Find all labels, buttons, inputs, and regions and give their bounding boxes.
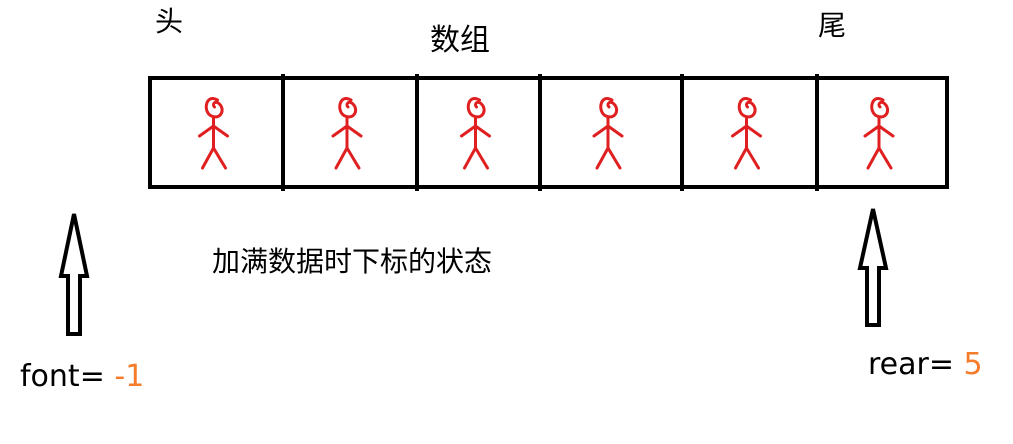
- head-label: 头: [155, 5, 184, 38]
- stick-figure-icon: [731, 97, 762, 170]
- tail-label: 尾: [818, 9, 847, 42]
- stick-figure-icon: [460, 97, 491, 170]
- rear-pointer-name: rear=: [868, 347, 954, 382]
- stick-figure-icon: [863, 97, 895, 170]
- front-pointer-readout: font= -1: [20, 362, 144, 392]
- diagram-caption: 加满数据时下标的状态: [212, 245, 493, 278]
- front-pointer-name: font=: [20, 359, 105, 394]
- stick-figure-icon: [198, 97, 229, 170]
- array-label: 数组: [430, 23, 490, 58]
- front-pointer-value: -1: [114, 359, 145, 394]
- stick-figure-icon: [592, 97, 624, 170]
- front-pointer-arrow: [58, 213, 90, 336]
- stick-figure-icon: [331, 97, 363, 170]
- rear-pointer-readout: rear= 5: [868, 350, 983, 380]
- array-figures: [198, 97, 895, 170]
- array-box: [148, 76, 949, 189]
- rear-pointer-value: 5: [963, 347, 983, 382]
- array-cells: [148, 74, 949, 191]
- rear-pointer-arrow: [857, 208, 889, 327]
